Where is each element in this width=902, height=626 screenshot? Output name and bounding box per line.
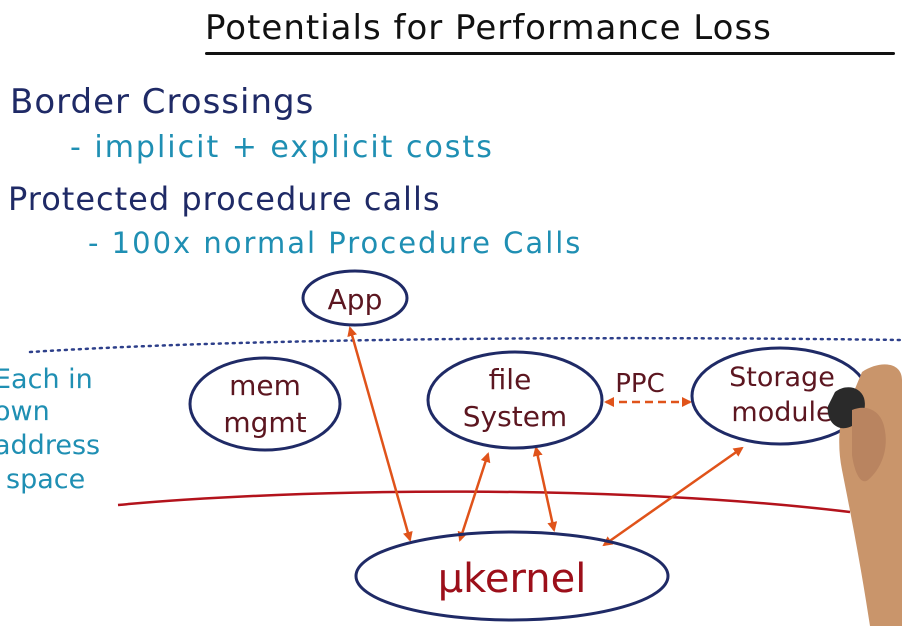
app-label: App bbox=[328, 283, 383, 316]
storage-module-label-1: Storage bbox=[729, 362, 835, 393]
side-note-line-2: own bbox=[0, 396, 50, 427]
subpoint-implicit-explicit-costs: - implicit + explicit costs bbox=[70, 130, 494, 165]
presenter-hand-image bbox=[827, 364, 902, 626]
arrow-app-kernel bbox=[347, 326, 413, 542]
microkernel-label: μkernel bbox=[438, 556, 587, 602]
mem-mgmt-label-2: mgmt bbox=[223, 406, 306, 439]
subpoint-100x-normal-calls: - 100x normal Procedure Calls bbox=[88, 226, 583, 260]
address-space-boundary bbox=[28, 336, 902, 354]
arrow-storage-kernel bbox=[602, 446, 744, 547]
file-system-label-1: file bbox=[489, 363, 532, 396]
storage-module-label-2: module bbox=[731, 397, 832, 428]
bullet-protected-procedure-calls: Protected procedure calls bbox=[8, 180, 441, 218]
slide-title: Potentials for Performance Loss bbox=[205, 8, 772, 48]
arrow-filesystem-kernel-2 bbox=[532, 446, 558, 532]
mem-mgmt-label-1: mem bbox=[229, 369, 301, 402]
node-microkernel: μkernel bbox=[354, 530, 670, 622]
arrows bbox=[347, 326, 744, 547]
side-note-line-4: space bbox=[6, 464, 86, 495]
node-app: App bbox=[301, 269, 409, 327]
node-file-system: file System bbox=[426, 350, 604, 450]
bullet-border-crossings: Border Crossings bbox=[10, 82, 315, 122]
side-note-line-3: address bbox=[0, 430, 101, 461]
ppc-label: PPC bbox=[615, 369, 665, 399]
arrow-filesystem-kernel-1 bbox=[457, 452, 491, 542]
kernel-boundary bbox=[117, 490, 851, 514]
side-note-line-1: Each in bbox=[0, 364, 93, 395]
title-underline bbox=[205, 52, 895, 55]
node-storage-module: Storage module bbox=[690, 346, 870, 446]
node-mem-mgmt: mem mgmt bbox=[188, 356, 342, 452]
file-system-label-2: System bbox=[463, 400, 567, 433]
